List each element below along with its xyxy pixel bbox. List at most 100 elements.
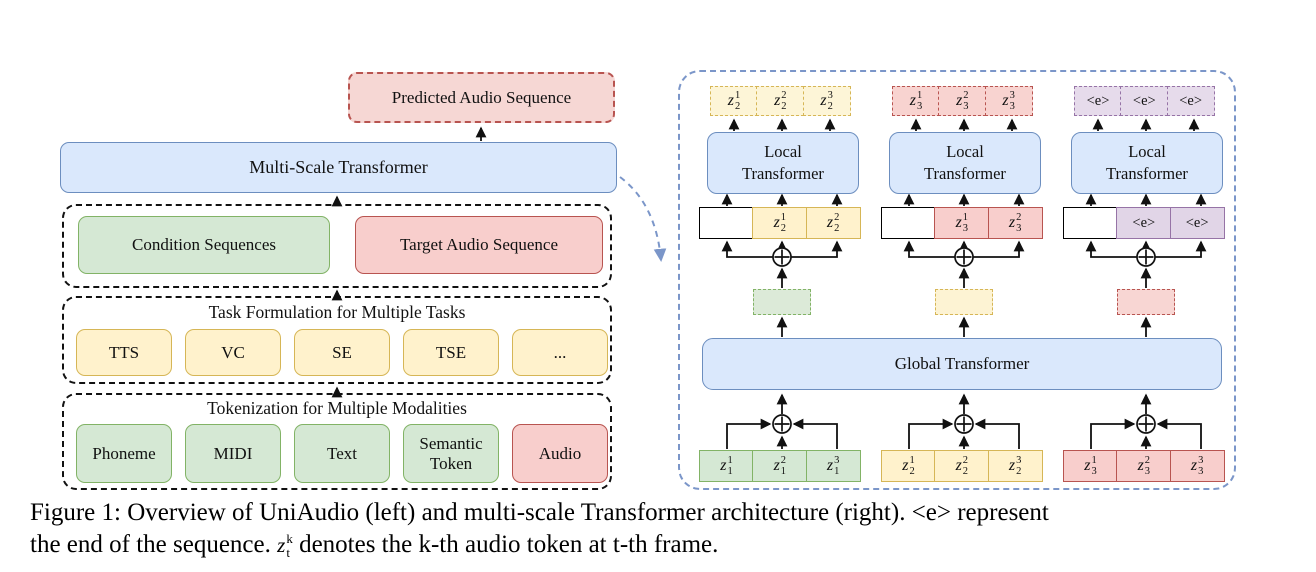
token-label: <e> xyxy=(1179,92,1203,109)
sequences-container xyxy=(62,204,612,288)
condition-sequences-label: Condition Sequences xyxy=(131,235,276,254)
task-box-more: ... xyxy=(512,329,608,376)
token-cell: <e> xyxy=(1074,86,1122,116)
token-label: <e> xyxy=(1086,92,1110,109)
task-box-vc: VC xyxy=(185,329,281,376)
local-input-row: <e> <e> xyxy=(1063,207,1225,239)
modality-label: Audio xyxy=(538,443,582,463)
task-label: SE xyxy=(332,342,352,362)
modality-box-midi: MIDI xyxy=(185,424,281,483)
token-label: <e> xyxy=(1132,214,1156,231)
global-transformer-box: Global Transformer xyxy=(702,338,1222,390)
caption-line-1: Figure 1: Overview of UniAudio (left) an… xyxy=(30,499,1049,526)
modality-label: MIDI xyxy=(213,443,253,463)
frame-embedding-box xyxy=(935,289,993,315)
task-formulation-title: Task Formulation for Multiple Tasks xyxy=(208,302,466,322)
predicted-audio-sequence-label: Predicted Audio Sequence xyxy=(391,87,572,107)
task-label: TTS xyxy=(108,342,140,362)
global-embedding-cell xyxy=(1063,207,1118,239)
token-label: <e> xyxy=(1185,214,1209,231)
modality-label: Semantic Token xyxy=(419,433,483,473)
local-transformer-box: Local Transformer xyxy=(707,132,859,194)
multi-scale-transformer-box: Multi-Scale Transformer xyxy=(60,142,617,193)
global-transformer-label: Global Transformer xyxy=(894,354,1030,373)
column-arrows xyxy=(721,118,843,449)
task-label: TSE xyxy=(435,342,467,362)
task-box-tts: TTS xyxy=(76,329,172,376)
global-embedding-cell xyxy=(881,207,936,239)
plus-circle-icon xyxy=(772,247,792,434)
modality-box-phoneme: Phoneme xyxy=(76,424,172,483)
multiscale-architecture-panel: Global Transformer xyxy=(678,70,1236,490)
frame-embedding-box xyxy=(1117,289,1175,315)
multi-scale-transformer-label: Multi-Scale Transformer xyxy=(249,157,428,177)
caption-text: the end of the sequence. xyxy=(30,531,278,558)
task-label: VC xyxy=(221,342,245,362)
task-box-se: SE xyxy=(294,329,390,376)
column-arrows xyxy=(1085,118,1207,449)
local-transformer-box: Local Transformer xyxy=(1071,132,1223,194)
token-cell: <e> xyxy=(1166,86,1215,116)
target-audio-sequence-label: Target Audio Sequence xyxy=(399,235,559,254)
token-cell: <e> xyxy=(1169,207,1225,239)
local-transformer-label: Transformer xyxy=(742,164,824,183)
local-transformer-label: Transformer xyxy=(1106,164,1188,183)
local-transformer-label: Transformer xyxy=(924,164,1006,183)
figure-caption: Figure 1: Overview of UniAudio (left) an… xyxy=(30,497,1292,561)
task-formulation-container: Task Formulation for Multiple Tasks xyxy=(62,296,612,384)
local-transformer-label: Local xyxy=(1128,141,1166,161)
plus-circle-icon xyxy=(954,247,974,434)
predicted-token-row: <e> <e> <e> xyxy=(1074,86,1215,116)
tokenization-title: Tokenization for Multiple Modalities xyxy=(207,398,467,418)
arrow-zoom-into-architecture xyxy=(619,176,667,262)
task-label: ... xyxy=(553,342,567,362)
modality-box-semantic-token: Semantic Token xyxy=(403,424,499,483)
token-cell: <e> xyxy=(1120,86,1169,116)
condition-sequences-box: Condition Sequences xyxy=(78,216,330,274)
token-cell: <e> xyxy=(1116,207,1172,239)
column-arrows xyxy=(903,118,1025,449)
local-transformer-label: Local xyxy=(764,141,802,161)
global-embedding-cell xyxy=(699,207,754,239)
plus-circle-icon xyxy=(1136,247,1156,434)
